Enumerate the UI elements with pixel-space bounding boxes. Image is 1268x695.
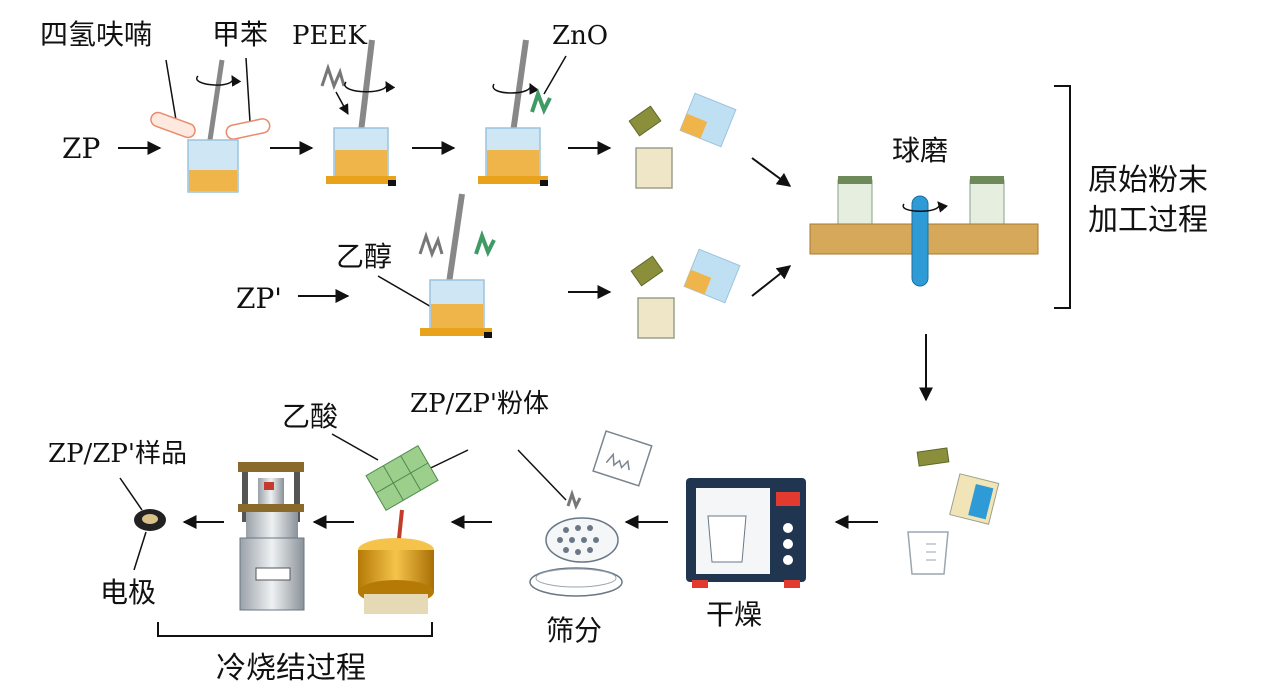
bracket-raw-powder <box>1054 85 1071 309</box>
stir-rod-3 <box>509 39 529 141</box>
jar-pair-1 <box>628 92 737 189</box>
hot-press <box>238 462 305 611</box>
beaker-1 <box>187 139 239 193</box>
zno-powder-icon-2 <box>474 230 496 257</box>
ball-mill <box>809 176 1039 287</box>
toluene-label: 甲苯 <box>212 18 268 51</box>
stir-rod-1 <box>207 59 225 141</box>
electrode-label: 电极 <box>100 576 156 609</box>
sample-label: ZP/ZP'样品 <box>48 439 187 469</box>
zp-prime-label: ZP' <box>236 282 282 315</box>
ball-mill-label: 球磨 <box>892 134 948 167</box>
zp-label: ZP <box>62 132 100 165</box>
cold-sintering-label: 冷烧结过程 <box>216 651 366 686</box>
powder-packet <box>365 444 439 512</box>
arrow-row1-to-mill <box>751 157 792 187</box>
arrow-row2-to-mill <box>751 265 792 297</box>
raw-powder-title-2: 加工过程 <box>1088 203 1208 238</box>
drying-label: 干燥 <box>706 598 762 631</box>
beaker-4 <box>420 279 492 338</box>
stir-rod-4 <box>445 193 465 291</box>
sieving-label: 筛分 <box>546 614 602 647</box>
sample-disk <box>134 509 166 531</box>
peek-powder-icon-2 <box>418 231 444 259</box>
oven <box>686 478 806 588</box>
beaker-2 <box>326 127 396 186</box>
beaker-3 <box>478 127 548 186</box>
stir-arrow-1 <box>195 75 242 87</box>
test-tube-thf <box>150 111 196 139</box>
sieve <box>529 430 653 597</box>
ethanol-label: 乙醇 <box>336 240 392 273</box>
zno-label: ZnO <box>552 21 608 51</box>
bracket-cold-sintering <box>157 622 433 637</box>
thf-label: 四氢呋喃 <box>40 18 152 51</box>
stir-rod-2 <box>357 39 375 141</box>
peek-powder-icon <box>320 63 346 91</box>
jar-pair-2 <box>630 248 741 339</box>
raw-powder-title-1: 原始粉末 <box>1088 163 1208 198</box>
acetic-acid-label: 乙酸 <box>282 400 338 433</box>
powder-label: ZP/ZP'粉体 <box>410 389 549 419</box>
peek-label: PEEK <box>292 21 367 51</box>
zno-powder-icon <box>530 88 552 115</box>
test-tube-toluene <box>225 118 271 140</box>
gold-mold <box>358 509 434 614</box>
jar-after-mill <box>907 447 1000 575</box>
